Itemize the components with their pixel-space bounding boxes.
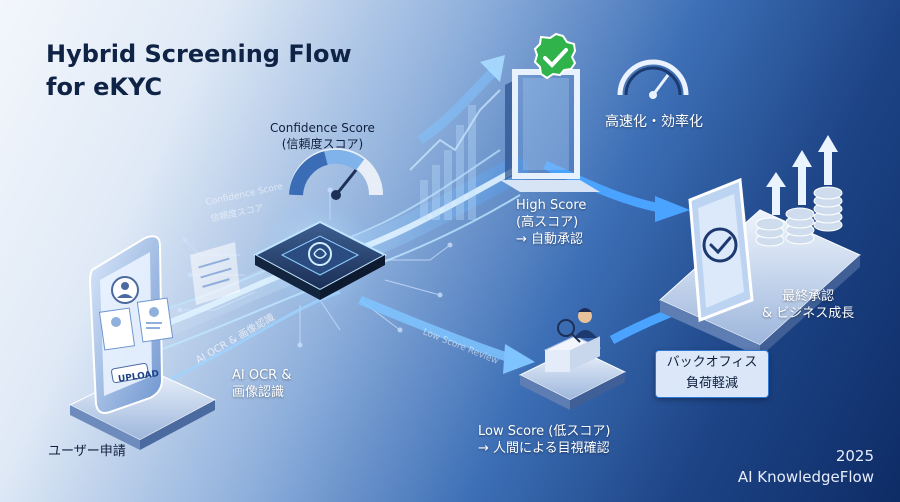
confidence-label-jp: (信頼度スコア) [281, 136, 364, 151]
ocr-line-1: AI OCR & [232, 368, 292, 383]
low-score-line-2: → 人間による目視確認 [478, 440, 610, 456]
user-application-label: ユーザー申請 [48, 444, 126, 459]
final-approval-label: 最終承認 & ビジネス成長 [762, 289, 854, 323]
final-line-2: & ビジネス成長 [762, 305, 855, 321]
backoffice-line-2: 負荷軽減 [685, 375, 738, 391]
title-line-1: Hybrid Screening Flow [46, 40, 352, 68]
footer: 2025 AI KnowledgeFlow [738, 446, 874, 488]
growth-bars [420, 105, 476, 220]
arrow-high-to-approval [543, 160, 690, 222]
growth-arrows [766, 135, 838, 215]
final-line-1: 最終承認 [782, 289, 835, 304]
confidence-score-label: Confidence Score (信頼度スコア) [270, 121, 375, 152]
coin-stacks [755, 186, 843, 247]
approval-gateway [500, 69, 600, 192]
review-platform [518, 347, 627, 410]
human-reviewer [543, 308, 602, 372]
footer-brand: AI KnowledgeFlow [737, 468, 874, 486]
id-documents [98, 297, 174, 351]
high-score-line-1: High Score [516, 198, 587, 213]
high-score-label: High Score (高スコア) → 自動承認 [516, 198, 586, 249]
confidence-gauge [289, 148, 383, 200]
confidence-label-en: Confidence Score [270, 121, 375, 135]
check-badge [533, 32, 577, 80]
ocr-line-2: 画像認識 [232, 384, 285, 400]
title-line-2: for eKYC [46, 73, 163, 102]
ai-chip [252, 195, 388, 315]
scanned-document [190, 242, 240, 305]
growth-line [409, 89, 501, 171]
footer-year: 2025 [835, 447, 874, 465]
high-score-line-2: (高スコア) [516, 214, 579, 230]
low-score-line-1: Low Score (低スコア) [478, 424, 611, 439]
diagram-title: Hybrid Screening Flow for eKYC [46, 38, 352, 104]
high-score-line-3: → 自動承認 [516, 231, 584, 247]
approval-tablet [688, 177, 754, 323]
arrow-chip-to-review [358, 295, 535, 374]
arrow-up-to-door [417, 55, 505, 145]
ai-ocr-label: AI OCR & 画像認識 [232, 368, 291, 402]
backoffice-line-1: バックオフィス [666, 355, 758, 370]
low-score-label: Low Score (低スコア) → 人間による目視確認 [478, 424, 610, 458]
phone-platform [68, 367, 217, 450]
speed-gauge-icon [617, 59, 689, 99]
speed-efficiency-label: 高速化・効率化 [605, 114, 703, 130]
backoffice-badge: バックオフィス 負荷軽減 [655, 350, 769, 398]
